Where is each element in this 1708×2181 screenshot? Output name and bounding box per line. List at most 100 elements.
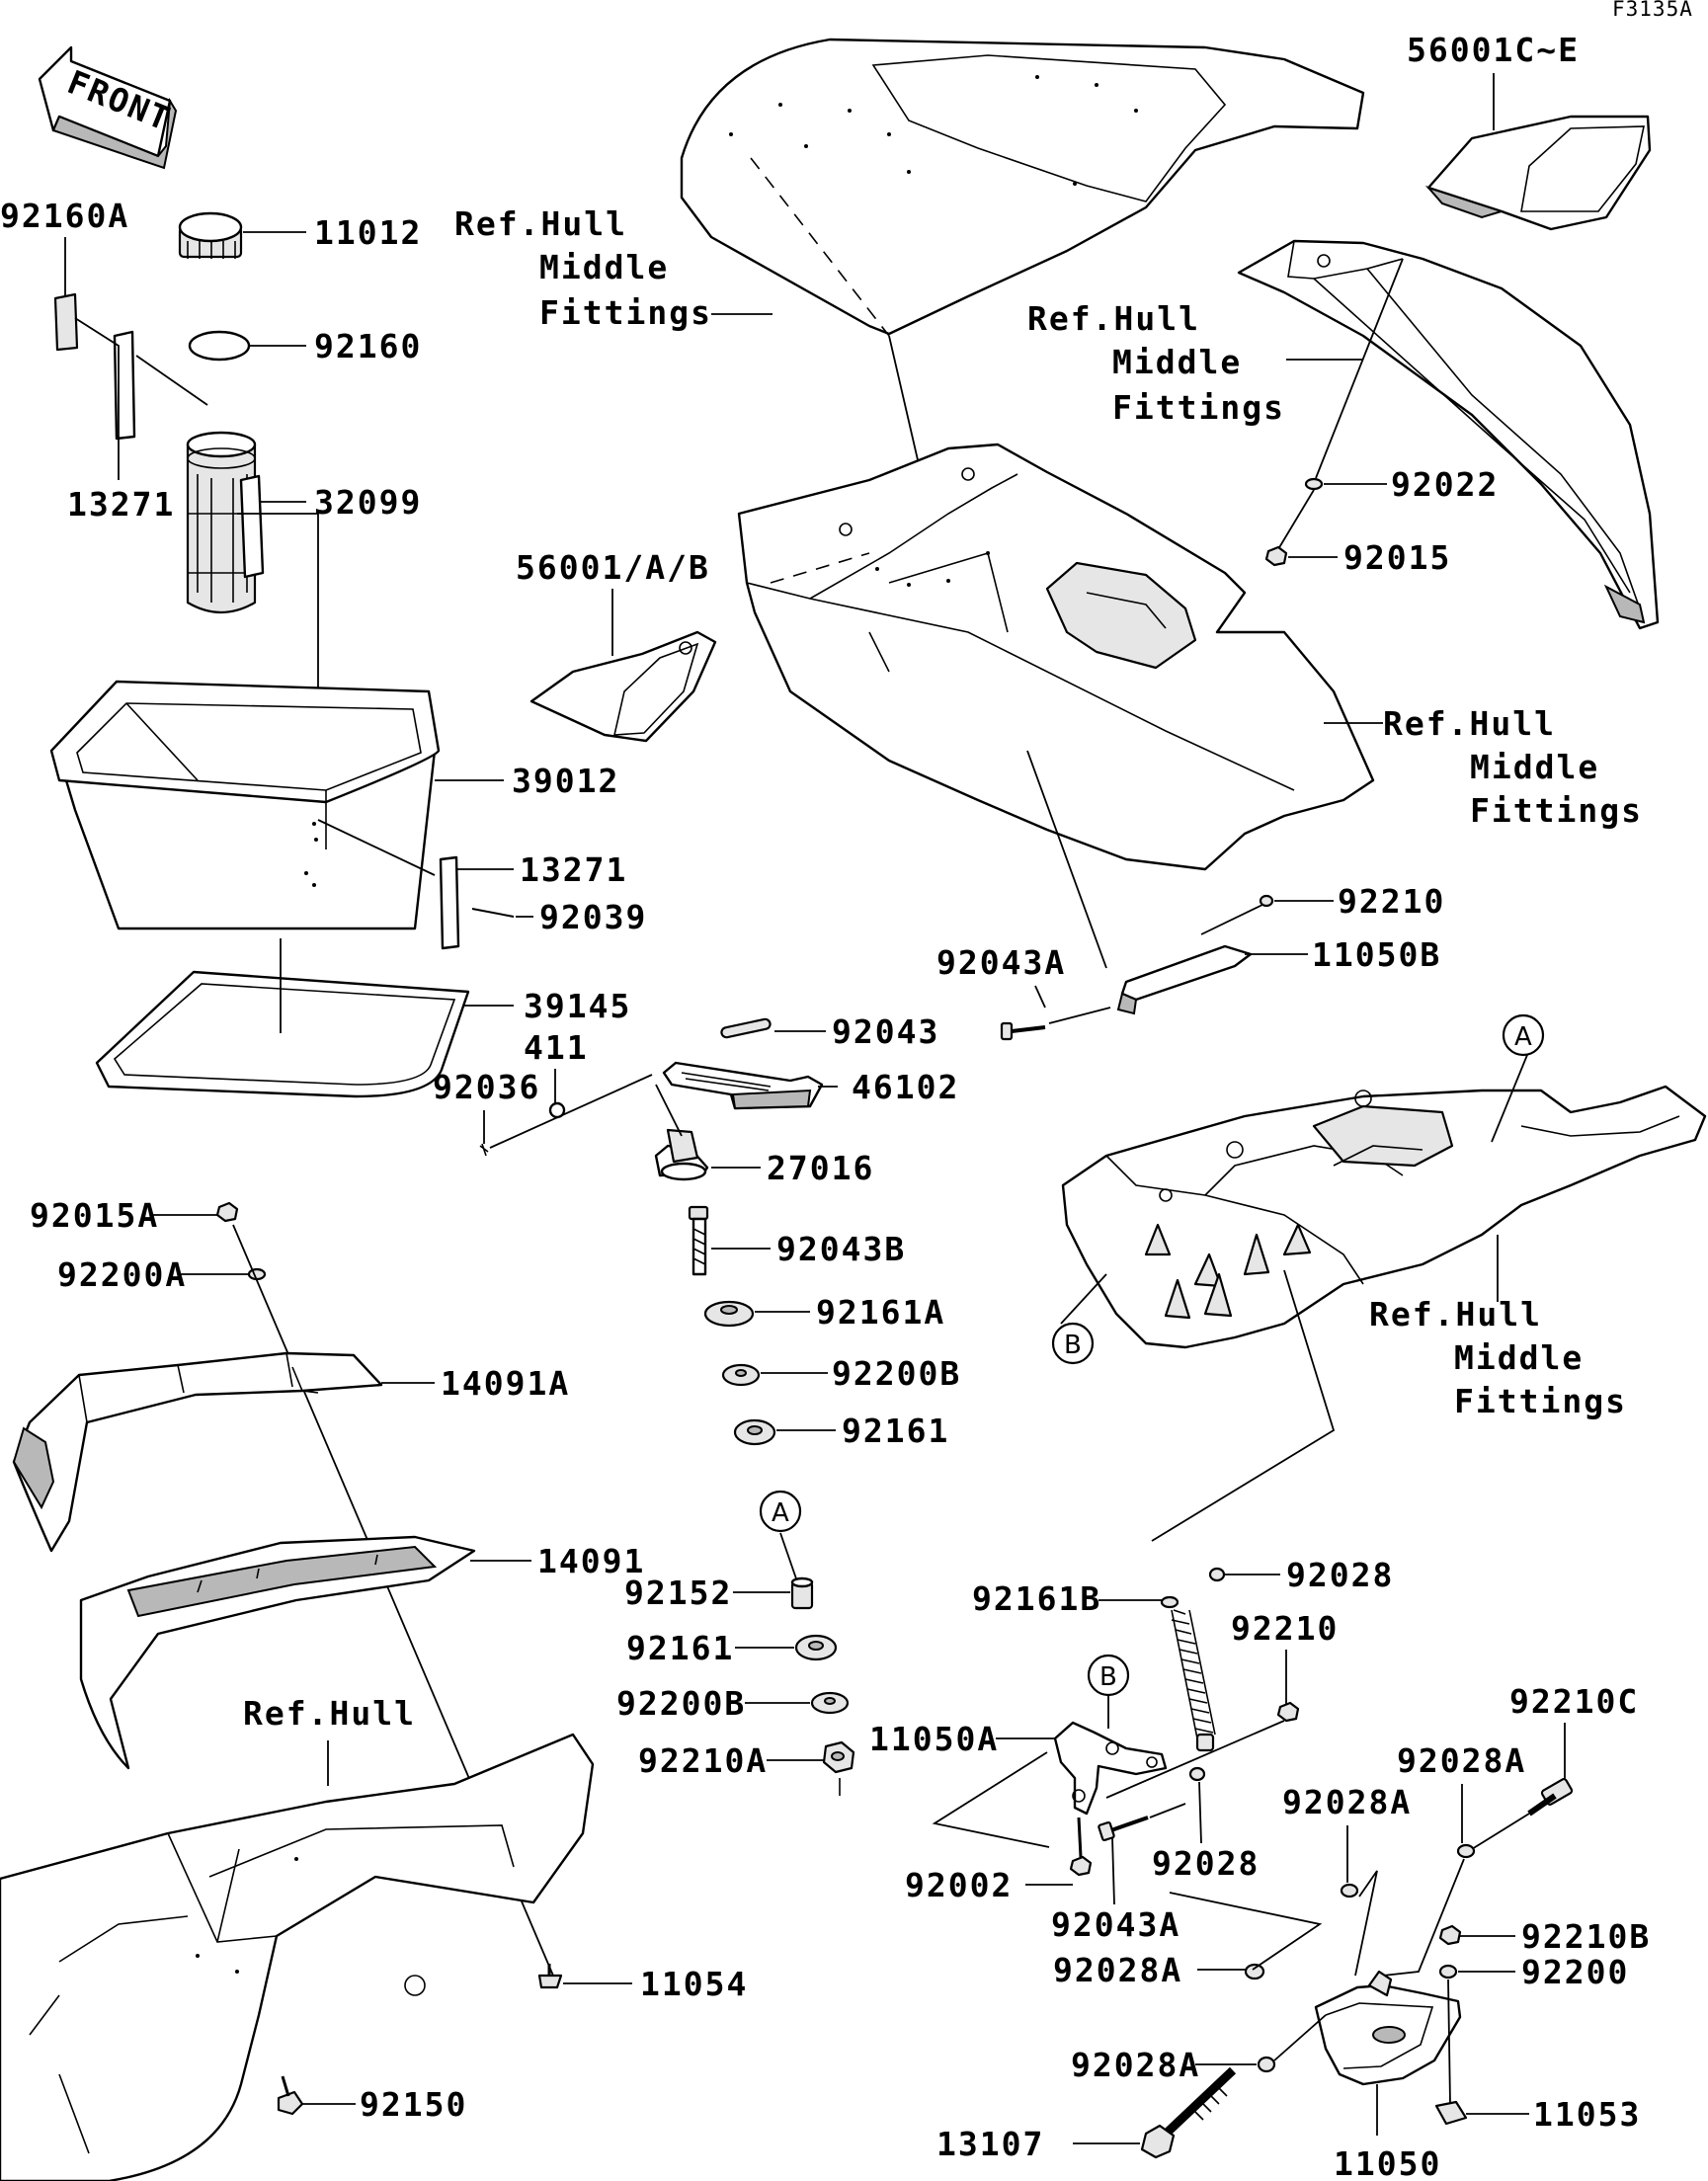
bolt-92043B [688,1205,709,1276]
label-92028A-upper-right: 92028A [1397,1741,1526,1780]
label-92043B: 92043B [776,1230,906,1268]
pin-92043 [720,1017,772,1039]
label-92210A: 92210A [638,1741,768,1780]
screw-92039 [471,908,515,918]
leader [655,1084,683,1137]
label-411: 411 [524,1028,589,1067]
leader [1447,1979,1451,2105]
leader [1382,1858,1465,1977]
leader [1026,750,1107,969]
bolt-92210C [1527,1778,1574,1817]
ref2-line2: Middle [1112,343,1242,381]
catch-27016 [654,1128,709,1181]
leader [1273,2014,1327,2061]
seat-cover-14091 [79,1535,476,1770]
ref3-line2: Middle [1470,748,1599,786]
label-13271-lower: 13271 [520,850,627,889]
leader [1060,1273,1107,1325]
plate-11053 [1434,2100,1468,2126]
seat-cover-14091A [12,1351,383,1553]
nut-92028A-lower [1244,1963,1265,1980]
filler-tube-32099 [186,431,265,613]
washer-92200A [247,1267,267,1281]
leader [1151,1269,1336,1542]
leader [1315,258,1404,479]
clip-92036 [479,1143,489,1157]
ref4-line2: Middle [1454,1338,1584,1377]
nut-92028-top [1208,1567,1226,1582]
label-92028-top: 92028 [1286,1556,1394,1594]
deck-cover-top [680,38,1365,337]
nut-92028A-bottom [1257,2056,1276,2073]
screw-92150 [277,2075,304,2116]
ref1-line1: Ref.Hull [454,204,627,243]
label-92210-upper: 92210 [1338,882,1445,921]
label-92161B: 92161B [972,1579,1101,1618]
nut-92028A-mid [1340,1883,1359,1898]
label-92002: 92002 [905,1866,1013,1904]
leader [932,1751,1050,1848]
label-14091: 14091 [537,1542,645,1580]
washer-92200 [1438,1964,1458,1979]
hatch-56001C-E [1424,115,1652,231]
label-92210-mid: 92210 [1231,1609,1339,1648]
leader [1471,1813,1530,1850]
ref4-line3: Fittings [1454,1382,1627,1420]
catch-housing-11050 [1314,1970,1462,2086]
label-92200: 92200 [1521,1953,1629,1991]
label-56001C-E: 56001C~E [1407,31,1580,69]
label-92161-upper: 92161 [842,1412,949,1450]
ref1-line3: Fittings [539,293,712,332]
label-92036: 92036 [433,1068,540,1106]
label-92160A: 92160A [0,197,129,235]
pad-92160A [53,292,79,352]
label-92150: 92150 [360,2085,467,2124]
storage-bin-39012 [49,680,441,930]
label-11053: 11053 [1533,2095,1641,2134]
leader [135,355,208,406]
leader [1277,489,1315,550]
label-39145: 39145 [524,987,631,1025]
strap-13271-lower [439,855,460,950]
label-92028A-mid: 92028A [1282,1783,1412,1821]
bolt-92043A-bottom [1098,1816,1149,1842]
bolt-13107 [1140,2066,1237,2159]
ref2-line1: Ref.Hull [1027,299,1200,338]
leader [317,819,436,876]
deck-middle [737,443,1375,871]
washer-92200B-upper [721,1363,761,1387]
label-92043: 92043 [832,1012,939,1051]
leader [1149,1803,1186,1818]
ref3-line3: Fittings [1470,791,1643,830]
spring-92161B [1160,1595,1216,1752]
label-11050B: 11050B [1312,935,1441,974]
label-56001-A-B: 56001/A/B [516,548,710,587]
bracket-11050B [1116,944,1253,1015]
hull-middle [1061,1085,1707,1349]
leader [1200,904,1263,935]
leader [888,335,920,465]
marker-A-top-label: A [1514,1022,1532,1052]
bushing-92161-upper [733,1418,776,1446]
nut-92028A-upper-right [1456,1843,1476,1859]
nut-92210-upper [1259,894,1274,908]
bracket-11050A [1053,1721,1168,1816]
hatch-56001-A-B [529,630,717,743]
ref3-line1: Ref.Hull [1383,704,1556,743]
front-arrow-icon: FRONT [38,45,178,170]
leader [74,317,120,480]
nut-92015A [215,1201,239,1223]
marker-A-top [1502,1013,1545,1057]
label-92039: 92039 [539,898,647,936]
marker-B-right [1051,1322,1095,1365]
cap-11012 [178,211,243,259]
label-92210B: 92210B [1521,1917,1651,1956]
label-13271-top: 13271 [67,485,175,524]
label-92161-lower: 92161 [626,1629,734,1667]
label-13107: 13107 [936,2125,1044,2163]
bushing-92161A [703,1300,755,1328]
label-92022: 92022 [1391,465,1499,504]
label-11050A: 11050A [869,1720,999,1758]
leader [1048,1007,1111,1024]
